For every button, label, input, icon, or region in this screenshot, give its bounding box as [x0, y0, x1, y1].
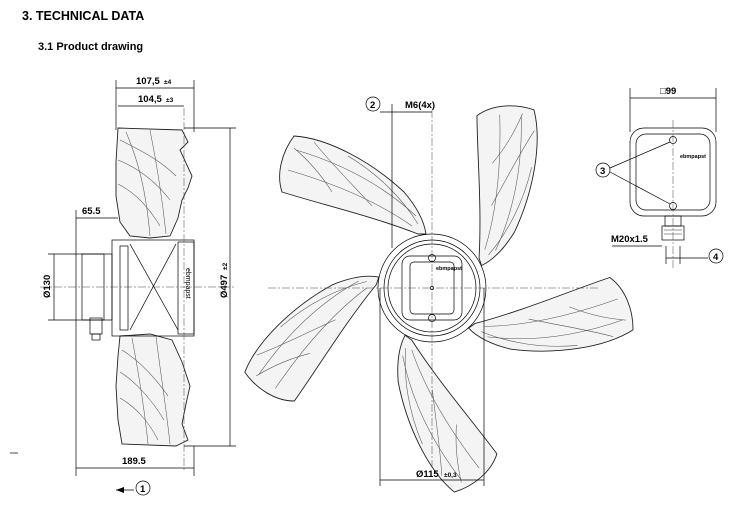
- dim-hub-diameter: Ø130: [42, 275, 53, 298]
- ref-screw: 2: [370, 100, 375, 111]
- subsection-title: 3.1 Product drawing: [38, 41, 144, 53]
- ref-gland: 4: [713, 252, 719, 263]
- front-blade: [476, 105, 538, 267]
- front-blade: [244, 275, 380, 402]
- section-title: 3. TECHNICAL DATA: [22, 9, 145, 23]
- front-box-brand: ebmpapst: [436, 266, 462, 272]
- ref-circle-4: [708, 248, 724, 264]
- ref-circle-3: [595, 162, 611, 178]
- dim-total-depth-tol: ±4: [164, 79, 172, 86]
- side-hub: [111, 239, 195, 337]
- ref-airflow: 1: [140, 484, 146, 495]
- dim-overall: 189.5: [122, 456, 146, 467]
- dim-shaft-circle: Ø115: [416, 469, 439, 480]
- front-blade: [467, 276, 634, 352]
- screw-label: M6(4x): [405, 100, 435, 111]
- front-blade: [279, 135, 427, 235]
- dim-depth: 104,5: [138, 94, 162, 105]
- ref-screws: 3: [600, 166, 605, 177]
- box-brand: ebmpapst: [680, 154, 706, 160]
- dim-depth-tol: ±3: [166, 97, 174, 104]
- front-view: ebmpapst 2 M6(4x) Ø115 ±0,3: [244, 96, 634, 493]
- dim-shaft-circle-tol: ±0,3: [444, 472, 457, 479]
- terminal-box-view: □99 ebmpapst 3 M20x1.5 4: [595, 86, 724, 268]
- ref-circle-1: [135, 480, 151, 496]
- front-blade: [397, 334, 498, 493]
- cable-gland-label: M20x1.5: [611, 234, 649, 245]
- dim-box: □99: [660, 86, 676, 97]
- side-view: ebmpapst 107,5 ±4 104,5 ±3 65.5 Ø130: [10, 76, 236, 496]
- dim-total-depth: 107,5: [136, 76, 160, 87]
- dim-motor: 65.5: [82, 206, 101, 217]
- side-hub-label: ebmpapst: [184, 268, 191, 299]
- dim-fan-diameter: Ø497: [219, 275, 230, 298]
- ref-circle-2: [365, 96, 381, 112]
- side-blade-bottom: [115, 333, 191, 447]
- dim-fan-diameter-tol: ±2: [222, 262, 229, 270]
